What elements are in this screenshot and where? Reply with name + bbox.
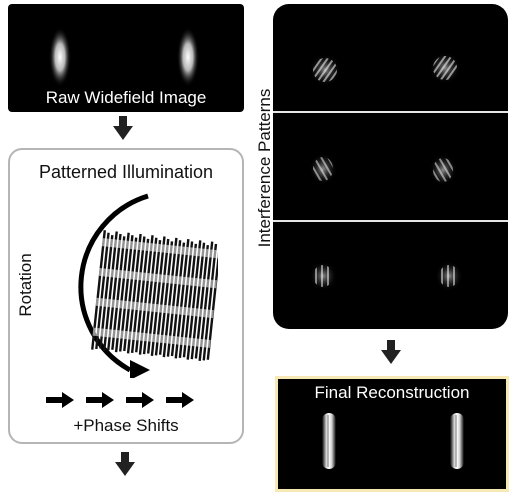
rotation-arrow-head [130, 360, 150, 378]
grating-stripe [95, 232, 110, 350]
stripe-grating [91, 230, 218, 362]
interference-pattern-3 [309, 261, 463, 291]
interference-pattern-1 [309, 52, 461, 86]
interference-pattern-2 [309, 153, 457, 186]
grating-stripe [178, 241, 194, 358]
phase-arrow-1 [46, 392, 74, 408]
rotation-arrow-and-grating [78, 193, 218, 378]
phase-arrow-4 [166, 392, 194, 408]
raw-widefield-label: Raw Widefield Image [45, 88, 207, 107]
raw-spot-right [177, 27, 199, 87]
grating-stripe [114, 232, 130, 353]
grating-stripe [170, 242, 186, 357]
grating-stripe [102, 231, 118, 352]
down-arrow-icon [113, 116, 133, 140]
down-arrow-right-icon [381, 340, 401, 364]
grating-band [98, 267, 217, 289]
rotation-label: Rotation [16, 253, 35, 317]
interference-patterns-label: Interference Patterns [255, 88, 274, 248]
patterned-illumination-box: Patterned Illumination +Phase Shifts [8, 148, 244, 444]
final-reconstruction-panel: Final Reconstruction [275, 376, 509, 492]
grating-stripe [186, 240, 202, 360]
grating-stripe [190, 242, 206, 360]
phase-shift-arrows [46, 392, 194, 408]
interference-patterns-panel [273, 4, 508, 329]
final-reconstruction-image [322, 413, 464, 469]
phase-arrow-2 [86, 392, 114, 408]
raw-widefield-image-panel: Raw Widefield Image [8, 4, 244, 112]
final-reconstruction-title: Final Reconstruction [314, 383, 470, 402]
raw-widefield-image [49, 27, 199, 87]
grating-stripe [99, 234, 114, 349]
grating-stripe [206, 246, 218, 360]
grating-band [101, 238, 218, 259]
grating-stripe [202, 243, 218, 361]
grating-stripe [198, 241, 214, 362]
grating-band [95, 297, 214, 319]
reconstructed-spot-right [450, 413, 464, 469]
interference-images [309, 52, 463, 291]
grating-stripe [135, 238, 150, 353]
down-arrow-bottom-icon [115, 452, 135, 476]
grating-band [92, 327, 211, 348]
grating-stripe [107, 233, 122, 351]
grating-stripe [158, 241, 174, 355]
interference-divider-1 [273, 111, 508, 113]
grating-stripe [126, 233, 142, 354]
grating-stripe [142, 237, 158, 355]
phase-shifts-label: +Phase Shifts [73, 416, 179, 435]
grating-stripe [138, 235, 154, 355]
grating-stripe [150, 236, 166, 357]
grating-stripe [123, 237, 138, 352]
grating-stripe [111, 236, 126, 350]
grating-stripe [162, 237, 178, 358]
grating-stripe [91, 230, 106, 350]
grating-stripe [182, 243, 198, 358]
grating-stripe [174, 238, 190, 359]
grating-stripe [166, 240, 182, 357]
interference-divider-2 [273, 220, 508, 222]
phase-arrow-3 [126, 392, 154, 408]
raw-spot-left [49, 27, 71, 87]
grating-stripe [194, 245, 209, 359]
grating-stripe [154, 238, 170, 356]
grating-stripe [146, 239, 162, 354]
reconstructed-spot-left [322, 413, 336, 469]
patterned-illumination-title: Patterned Illumination [38, 162, 214, 182]
grating-stripe [130, 236, 146, 353]
grating-stripe [119, 235, 134, 352]
